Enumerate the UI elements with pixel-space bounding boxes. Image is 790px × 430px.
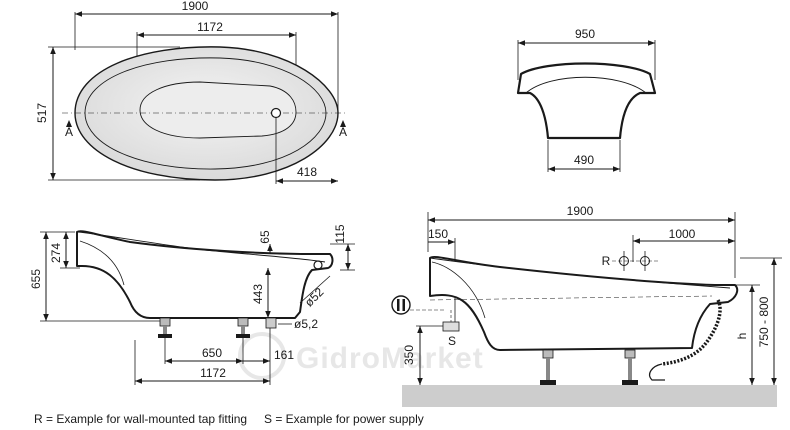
foot-spacing-dim: 650 — [202, 346, 222, 360]
side-rim-height-dim: 274 — [49, 243, 63, 263]
height-var-dim: h — [735, 333, 749, 340]
foot-left — [158, 317, 172, 338]
top-length-dim: 1900 — [182, 0, 209, 13]
watermark-text: GidroMarket — [296, 342, 484, 375]
tap-distance-dim: 1000 — [669, 227, 696, 241]
power-height-dim: 350 — [402, 345, 416, 365]
legend-r-note: R = Example for wall-mounted tap fitting — [34, 412, 248, 426]
tap-fitting-marker: R — [602, 251, 660, 271]
waste-diameter-dim: ø5,2 — [294, 317, 318, 331]
top-width-dim: 517 — [35, 103, 49, 123]
end-top-width-dim: 950 — [575, 27, 595, 41]
drain-icon — [270, 107, 282, 119]
installation-view: 1900 1000 150 R — [391, 204, 782, 407]
section-marker-left: A — [65, 120, 73, 139]
overflow-diameter-dim: ø52 — [302, 285, 327, 310]
power-supply-marker: S — [391, 295, 460, 348]
install-foot-left — [540, 349, 556, 385]
svg-text:A: A — [65, 125, 73, 139]
base-length-dim: 1172 — [200, 366, 226, 380]
watermark: GidroMarket — [238, 332, 484, 380]
side-section-view: 655 274 65 115 443 — [29, 224, 355, 385]
side-total-height-dim: 655 — [29, 269, 43, 289]
section-marker-right: A — [339, 120, 347, 139]
top-inner-length-dim: 1172 — [197, 20, 223, 34]
rim-dim-115: 115 — [333, 224, 347, 243]
svg-text:R: R — [602, 254, 611, 268]
foot-right — [236, 317, 250, 338]
install-length-dim: 1900 — [567, 204, 594, 218]
foot-offset-dim: 161 — [274, 348, 294, 362]
legend-s-note: S = Example for power supply — [264, 412, 424, 426]
power-offset-dim: 150 — [428, 227, 448, 241]
install-foot-right — [622, 349, 638, 385]
overflow-height-dim: 443 — [251, 284, 265, 304]
end-bottom-width-dim: 490 — [574, 153, 594, 167]
floor — [402, 385, 777, 407]
end-section-view: 950 490 — [516, 27, 657, 172]
svg-text:A: A — [339, 125, 347, 139]
rim-dim-65: 65 — [258, 230, 272, 244]
drain-offset-dim: 418 — [297, 165, 317, 179]
height-range-dim: 750 - 800 — [757, 296, 771, 347]
top-view: 1900 1172 517 418 A A — [35, 0, 348, 184]
svg-text:S: S — [448, 334, 456, 348]
